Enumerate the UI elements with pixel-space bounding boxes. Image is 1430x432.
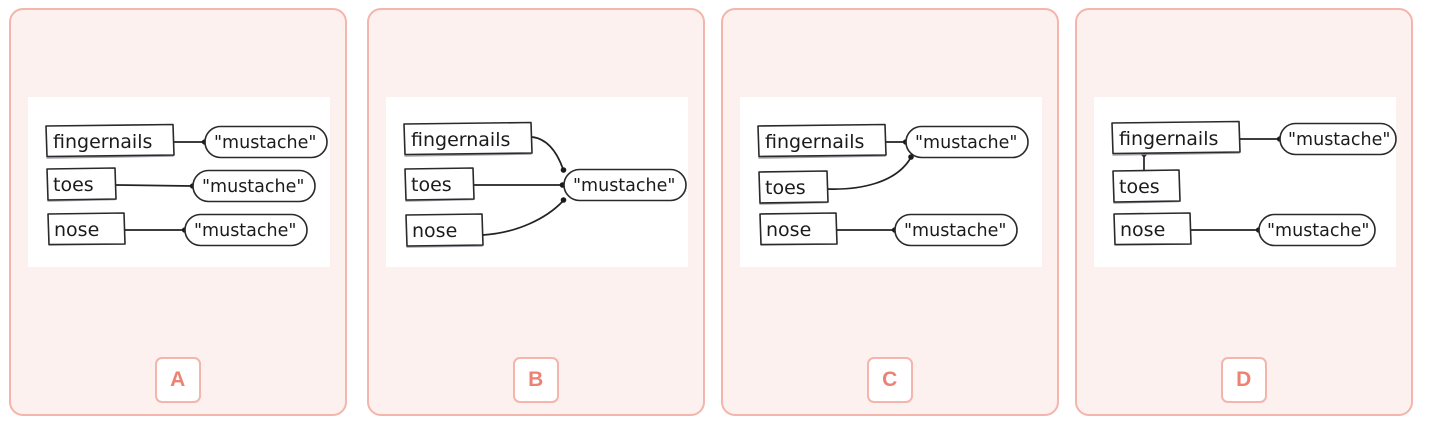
option-card-a[interactable]: fingernails toes nose "mustache xyxy=(9,8,347,416)
node-label: toes xyxy=(765,177,806,199)
edge-toes-mustache2 xyxy=(115,184,192,187)
node-nose[interactable]: nose xyxy=(47,212,126,246)
node-label: "mustache" xyxy=(573,176,675,196)
node-mustache-3[interactable]: "mustache" xyxy=(184,213,308,247)
node-mustache-1[interactable]: "mustache" xyxy=(1279,122,1397,156)
node-mustache-1[interactable]: "mustache" xyxy=(905,125,1029,159)
node-label: "mustache" xyxy=(1267,221,1369,241)
node-fingernails[interactable]: fingernails xyxy=(45,123,175,159)
edge-fingernails-mustache1 xyxy=(531,136,564,170)
node-label: toes xyxy=(411,174,452,196)
node-mustache-1[interactable]: "mustache" xyxy=(563,168,687,202)
node-toes[interactable]: toes xyxy=(46,167,117,202)
node-mustache-2[interactable]: "mustache" xyxy=(1258,213,1376,247)
option-badge-b[interactable]: B xyxy=(513,357,559,403)
node-toes[interactable]: toes xyxy=(1112,169,1181,204)
node-toes[interactable]: toes xyxy=(404,167,475,202)
option-card-d[interactable]: fingernails toes nose "mustache xyxy=(1075,8,1413,416)
option-badge-c[interactable]: C xyxy=(867,357,913,403)
node-label: toes xyxy=(53,174,94,196)
node-fingernails[interactable]: fingernails xyxy=(757,123,887,159)
diagram-b: fingernails toes nose "mustache xyxy=(386,97,688,267)
node-mustache-1[interactable]: "mustache" xyxy=(204,125,328,159)
edge-endpoint-dot xyxy=(908,154,914,160)
option-badge-a[interactable]: A xyxy=(155,357,201,403)
node-nose[interactable]: nose xyxy=(405,213,484,248)
diagram-d: fingernails toes nose "mustache xyxy=(1094,97,1397,267)
node-toes[interactable]: toes xyxy=(758,170,829,205)
option-card-b[interactable]: fingernails toes nose "mustache xyxy=(367,8,705,416)
node-mustache-2[interactable]: "mustache" xyxy=(192,169,316,203)
node-label: nose xyxy=(766,219,811,241)
node-label: fingernails xyxy=(1119,128,1218,150)
node-label: nose xyxy=(412,220,457,242)
node-label: nose xyxy=(1120,219,1165,241)
node-label: "mustache" xyxy=(915,133,1017,153)
node-fingernails[interactable]: fingernails xyxy=(403,121,533,157)
node-label: "mustache" xyxy=(194,221,296,241)
diagram-a: fingernails toes nose "mustache xyxy=(28,97,330,267)
node-fingernails[interactable]: fingernails xyxy=(1111,120,1241,156)
node-label: fingernails xyxy=(53,131,152,153)
node-label: "mustache" xyxy=(202,177,304,197)
option-badge-d[interactable]: D xyxy=(1221,357,1267,403)
node-nose[interactable]: nose xyxy=(759,212,838,246)
node-label: toes xyxy=(1119,176,1160,198)
edge-nose-mustache1 xyxy=(482,200,564,236)
node-mustache-2[interactable]: "mustache" xyxy=(894,213,1018,247)
edge-endpoint-dot xyxy=(560,167,567,173)
node-label: fingernails xyxy=(765,131,864,153)
diagram-c: fingernails toes nose "mustache xyxy=(740,97,1042,267)
node-nose[interactable]: nose xyxy=(1113,212,1192,246)
edge-toes-mustache1 xyxy=(827,158,911,190)
node-label: fingernails xyxy=(411,129,510,151)
node-label: nose xyxy=(54,219,99,241)
node-label: "mustache" xyxy=(214,133,316,153)
option-card-c[interactable]: fingernails toes nose "mustache xyxy=(721,8,1059,416)
node-label: "mustache" xyxy=(904,221,1006,241)
node-label: "mustache" xyxy=(1288,130,1390,150)
edge-endpoint-dot xyxy=(560,197,567,203)
